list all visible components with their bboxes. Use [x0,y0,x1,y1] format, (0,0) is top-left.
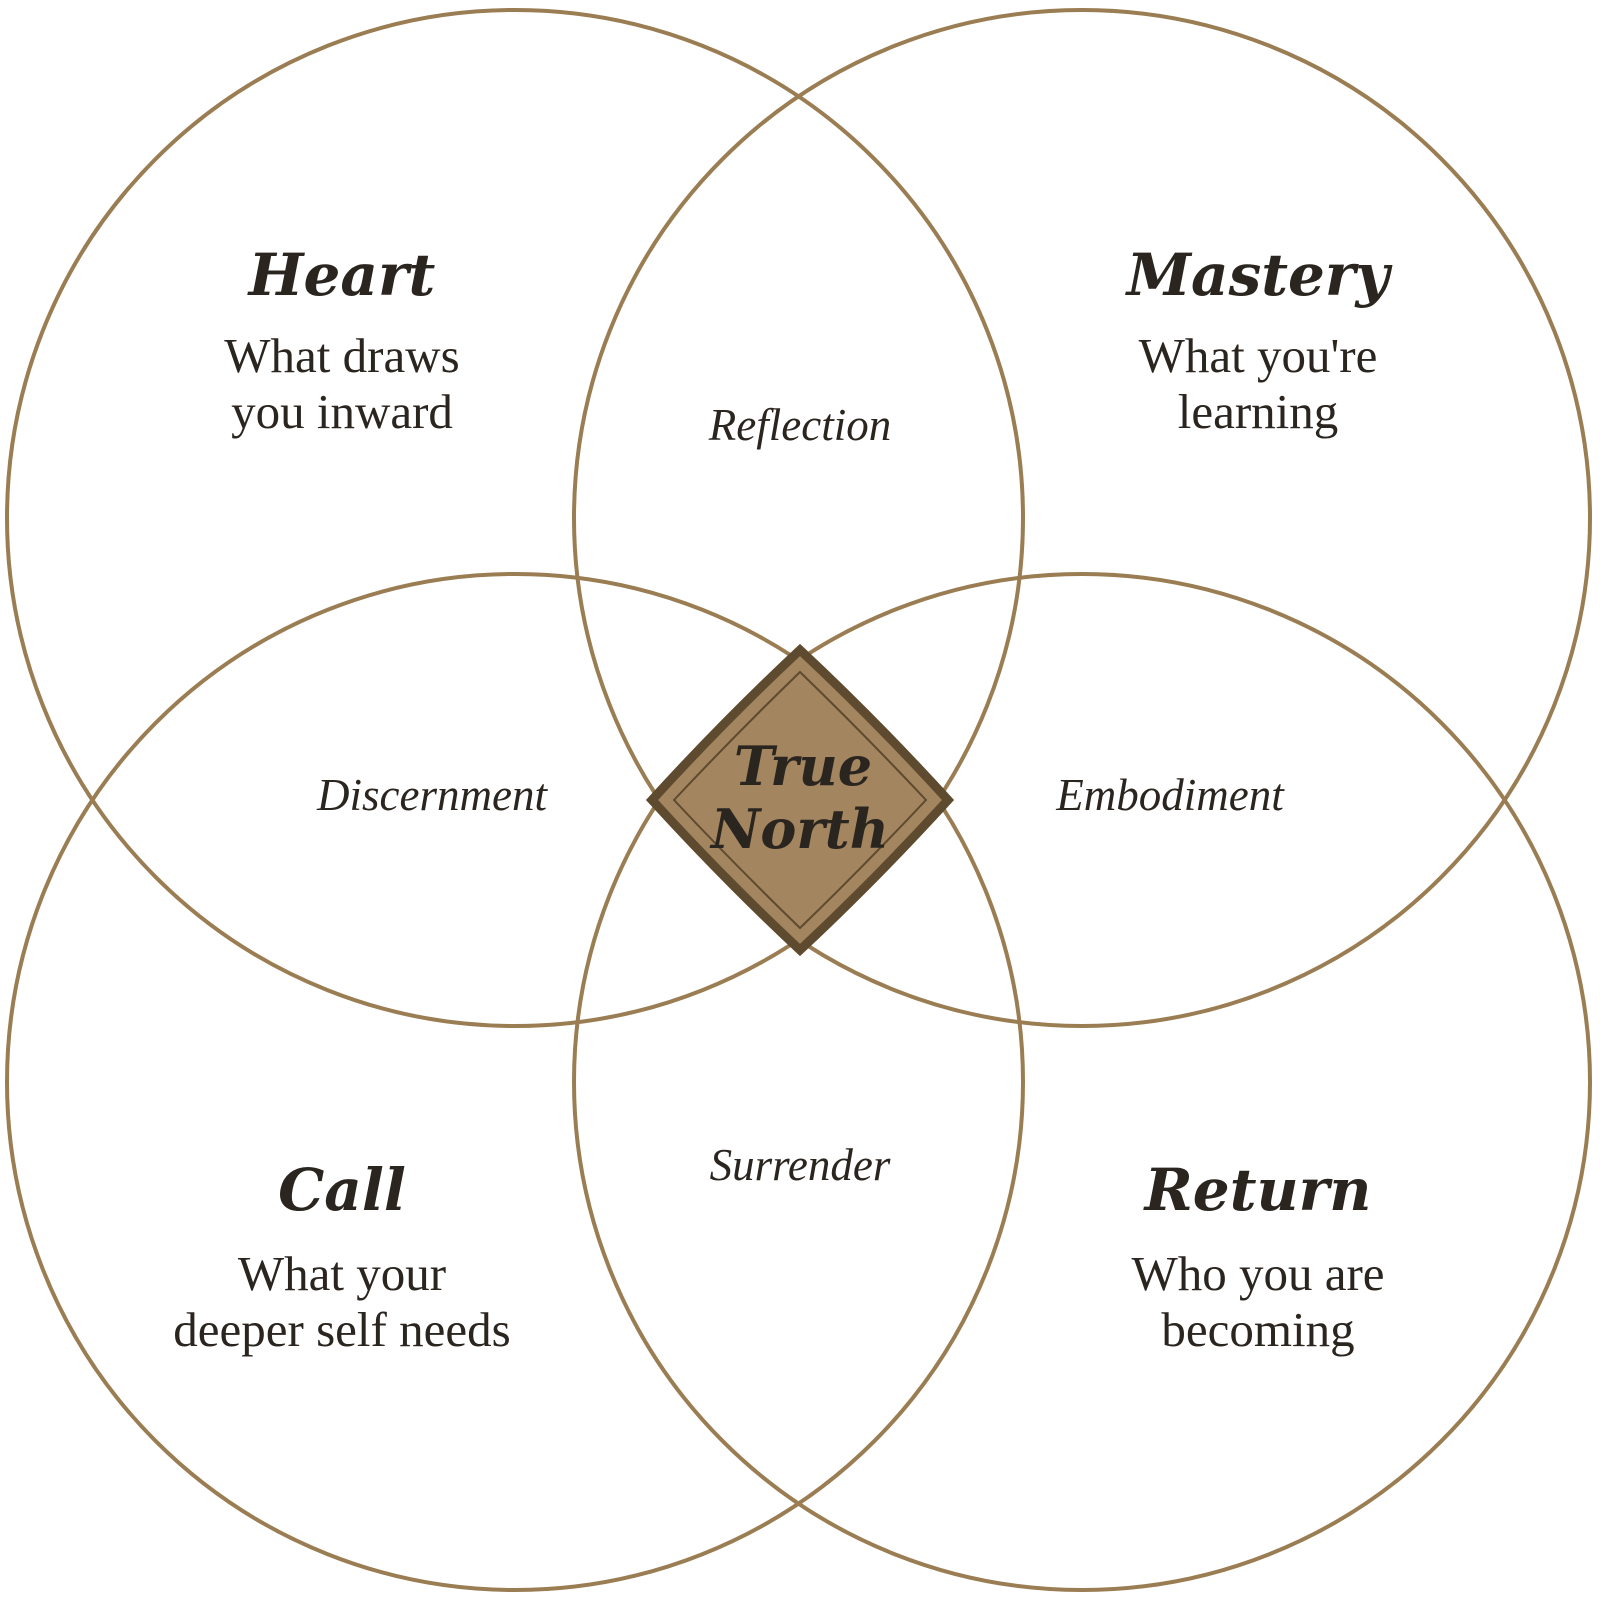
call-title: Call [278,1156,406,1224]
heart-desc-line-2: you inward [231,384,453,439]
return-desc-line-1: Who you are [1131,1246,1384,1301]
overlap-label-embodiment: Embodiment [1055,770,1285,820]
true-north-label-line-2: North [709,797,889,861]
return-title: Return [1143,1156,1372,1224]
heart-title: Heart [247,241,436,309]
true-north-diamond-inner-border [672,670,928,930]
call-desc-line-2: deeper self needs [173,1302,510,1357]
true-north-diamond [645,643,955,957]
mastery-desc-line-2: learning [1178,384,1339,439]
overlap-label-surrender: Surrender [710,1140,891,1190]
heart-desc-line-1: What draws [224,328,459,383]
circle-heart [5,8,1025,1028]
mastery-desc-line-1: What you're [1139,328,1378,383]
circle-return [572,572,1592,1592]
overlap-label-reflection: Reflection [708,400,891,450]
return-desc-line-2: becoming [1161,1302,1354,1357]
mastery-title: Mastery [1125,241,1394,309]
true-north-label-line-1: True [734,734,872,798]
circle-call [5,572,1025,1592]
call-desc-line-1: What your [238,1246,446,1301]
circle-mastery [572,8,1592,1028]
overlap-label-discernment: Discernment [316,770,548,820]
